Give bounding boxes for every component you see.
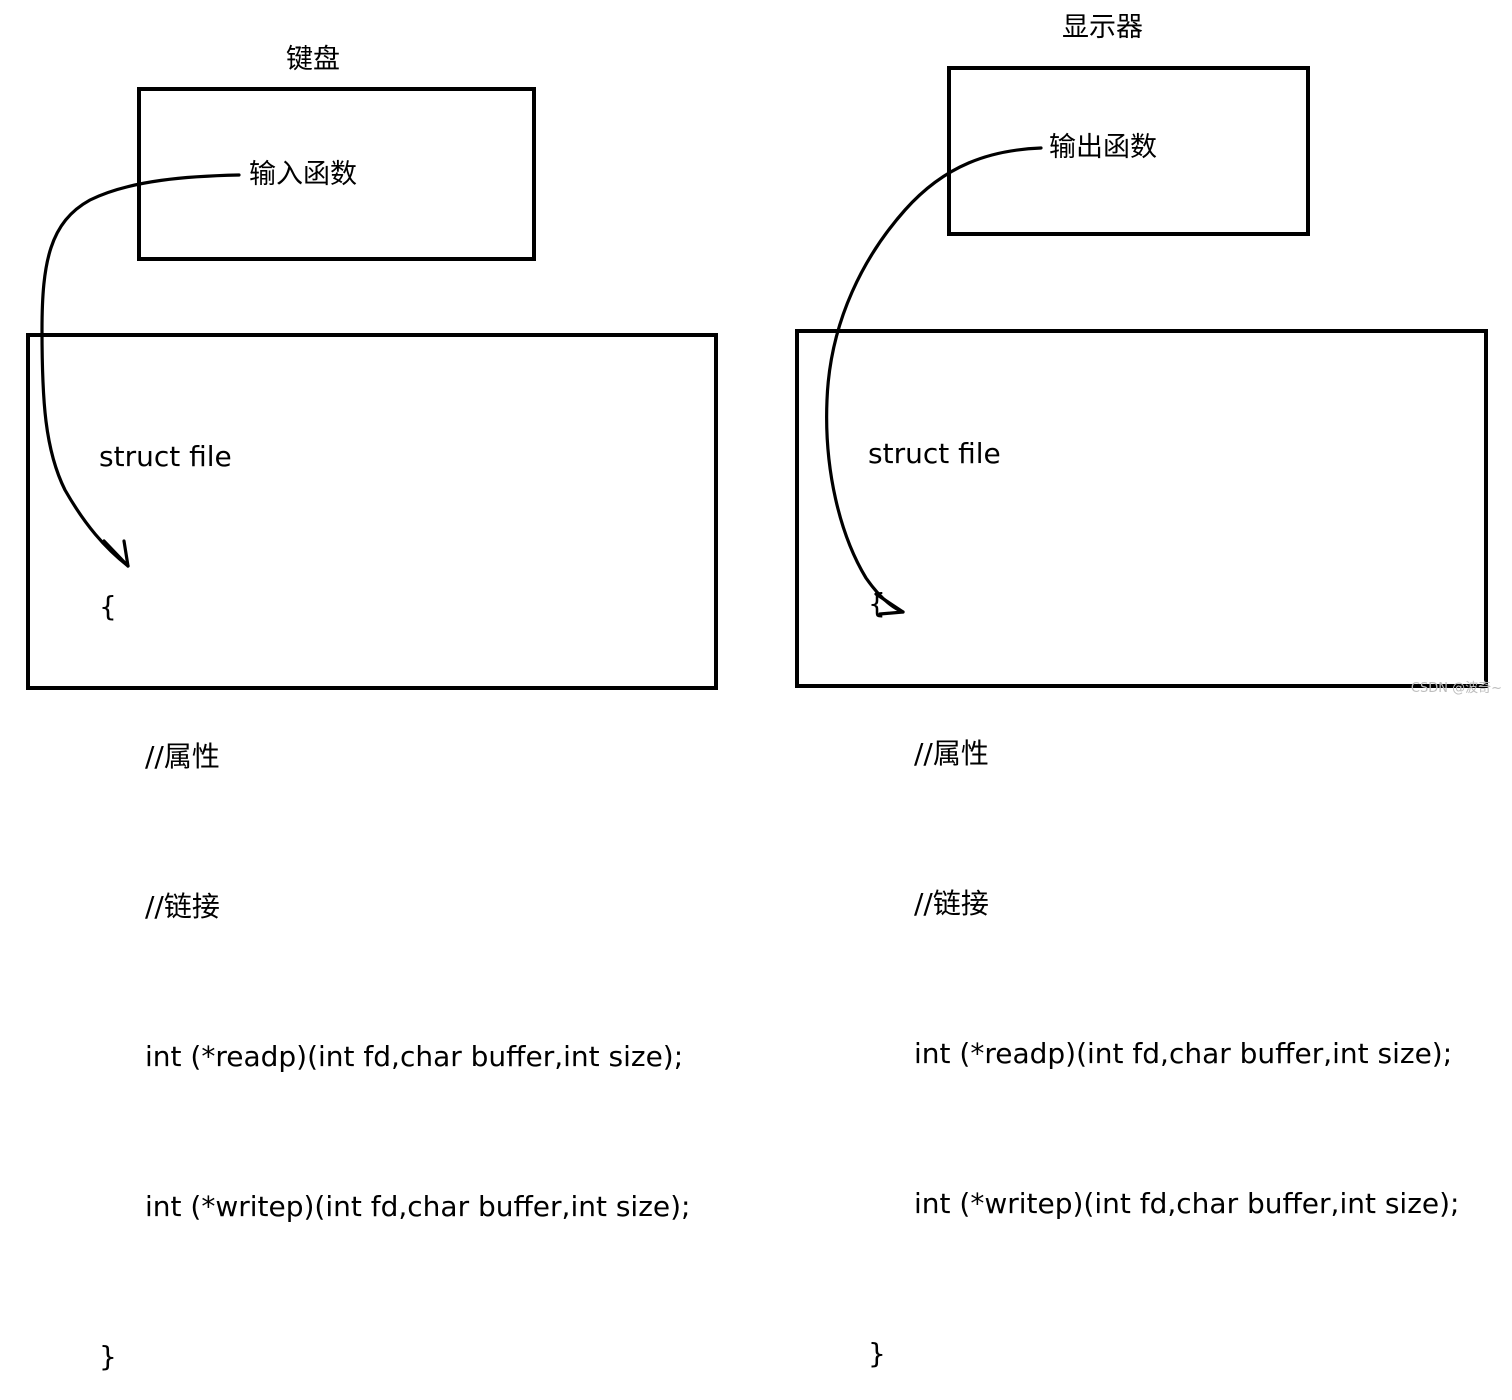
output-function-label: 输出函数 xyxy=(1049,132,1157,163)
left-code-line-readp: int (*readp)(int fd,char buffer,int size… xyxy=(145,1040,684,1073)
left-code-line-open-brace: { xyxy=(99,590,117,623)
right-code-line-links: //链接 xyxy=(914,887,989,920)
csdn-watermark: CSDN @波奇~ xyxy=(1410,681,1502,696)
left-code-line-attributes: //属性 xyxy=(145,740,220,773)
right-code-line-writep: int (*writep)(int fd,char buffer,int siz… xyxy=(914,1187,1460,1220)
left-code-line-struct: struct file xyxy=(99,440,232,473)
left-code-line-writep: int (*writep)(int fd,char buffer,int siz… xyxy=(145,1190,691,1223)
right-struct-code: struct file { //属性 //链接 int (*readp)(int… xyxy=(868,329,1460,1400)
left-struct-code: struct file { //属性 //链接 int (*readp)(int… xyxy=(99,332,691,1400)
left-code-line-links: //链接 xyxy=(145,890,220,923)
right-code-line-struct: struct file xyxy=(868,437,1001,470)
keyboard-title: 键盘 xyxy=(286,44,340,75)
right-code-line-readp: int (*readp)(int fd,char buffer,int size… xyxy=(914,1037,1453,1070)
monitor-title: 显示器 xyxy=(1062,12,1143,43)
left-struct-file-box xyxy=(26,333,718,690)
right-code-line-close-brace: } xyxy=(868,1337,886,1370)
right-code-line-attributes: //属性 xyxy=(914,737,989,770)
right-struct-file-box xyxy=(795,329,1488,688)
right-code-line-open-brace: { xyxy=(868,587,886,620)
input-function-label: 输入函数 xyxy=(249,159,357,190)
left-code-line-close-brace: } xyxy=(99,1340,117,1373)
